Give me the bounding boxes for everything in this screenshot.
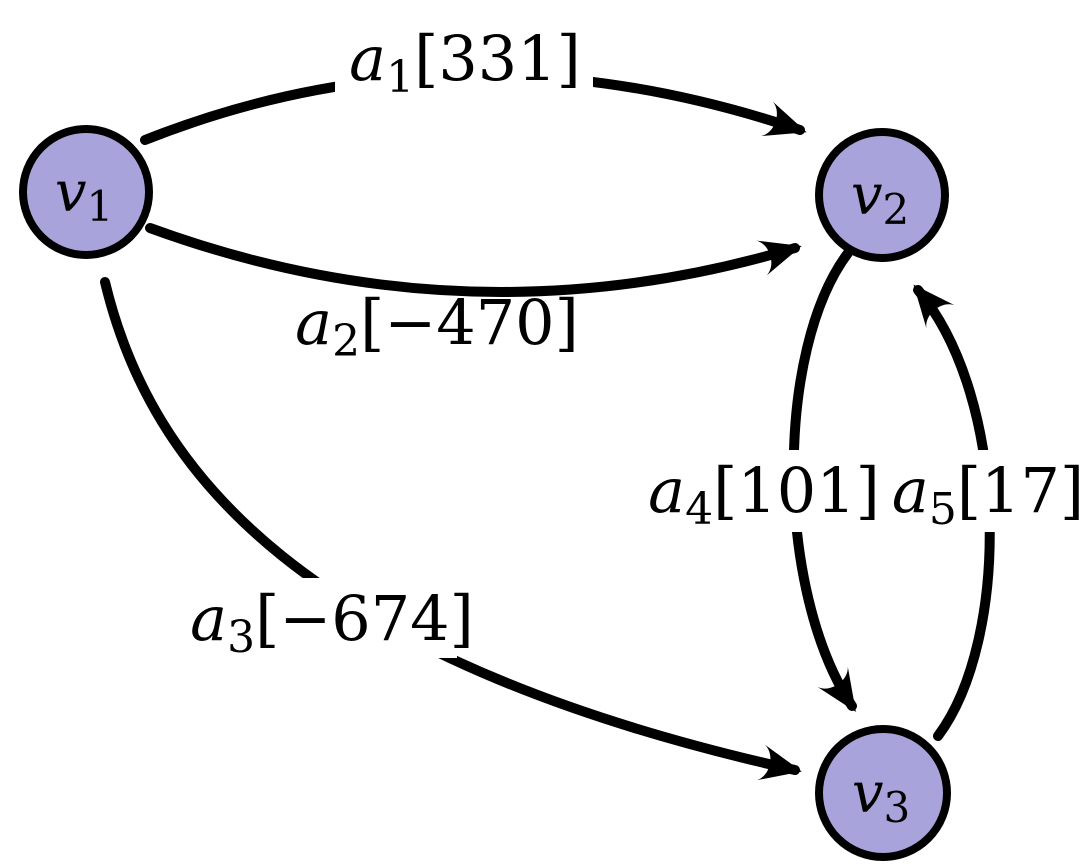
node-v3-circle [815, 725, 951, 861]
edge-a4-label: a4[101] [648, 454, 880, 535]
node-v1: v1 [19, 125, 153, 259]
edge-a3-label-plate [205, 578, 457, 658]
edge-a1-label-plate [335, 18, 593, 100]
edge-a1-label: a1[331] [349, 22, 581, 103]
node-v1-circle [19, 125, 153, 259]
node-v2: v2 [815, 128, 949, 262]
node-v2-label: v2 [851, 163, 909, 234]
node-v2-circle [815, 128, 949, 262]
edge-a3 [100, 277, 802, 781]
edge-a2 [145, 223, 802, 297]
edge-a4-label-plate [652, 450, 878, 532]
edge-a5-label: a5[17] [892, 454, 1084, 535]
node-v1-label: v1 [55, 160, 113, 231]
node-v3: v3 [815, 725, 951, 861]
edge-a3-label: a3[−674] [190, 582, 474, 663]
edge-a5-label-plate [902, 450, 1078, 532]
edge-a2-label: a2[−470] [295, 286, 579, 367]
node-v3-label: v3 [852, 761, 910, 832]
